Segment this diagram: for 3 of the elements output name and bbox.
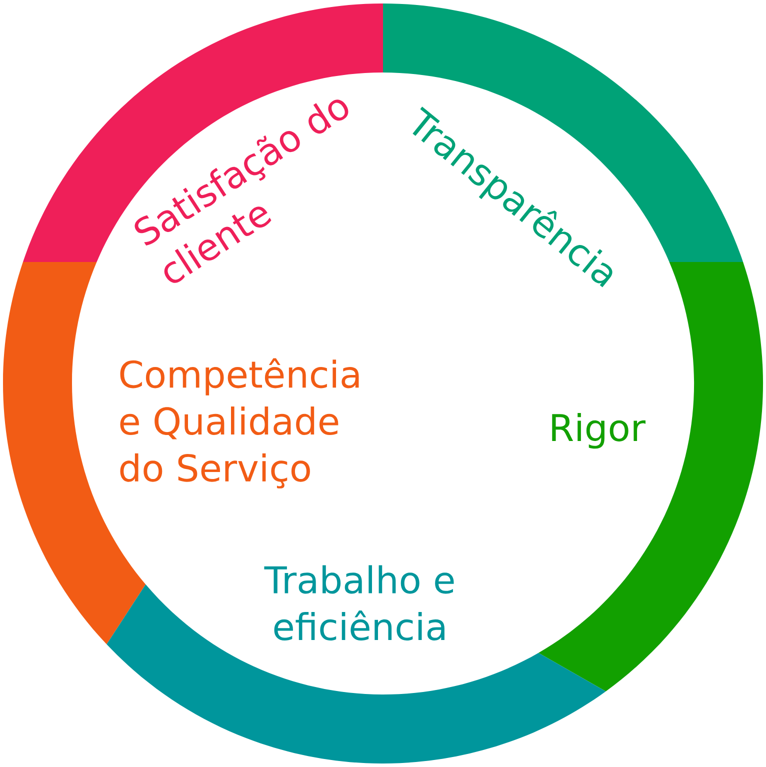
segment-label: Trabalho e eficiência [264,565,454,641]
segment-label: Competência e Qualidade do Serviço [120,358,359,488]
segment-label: Rigor [552,412,646,449]
